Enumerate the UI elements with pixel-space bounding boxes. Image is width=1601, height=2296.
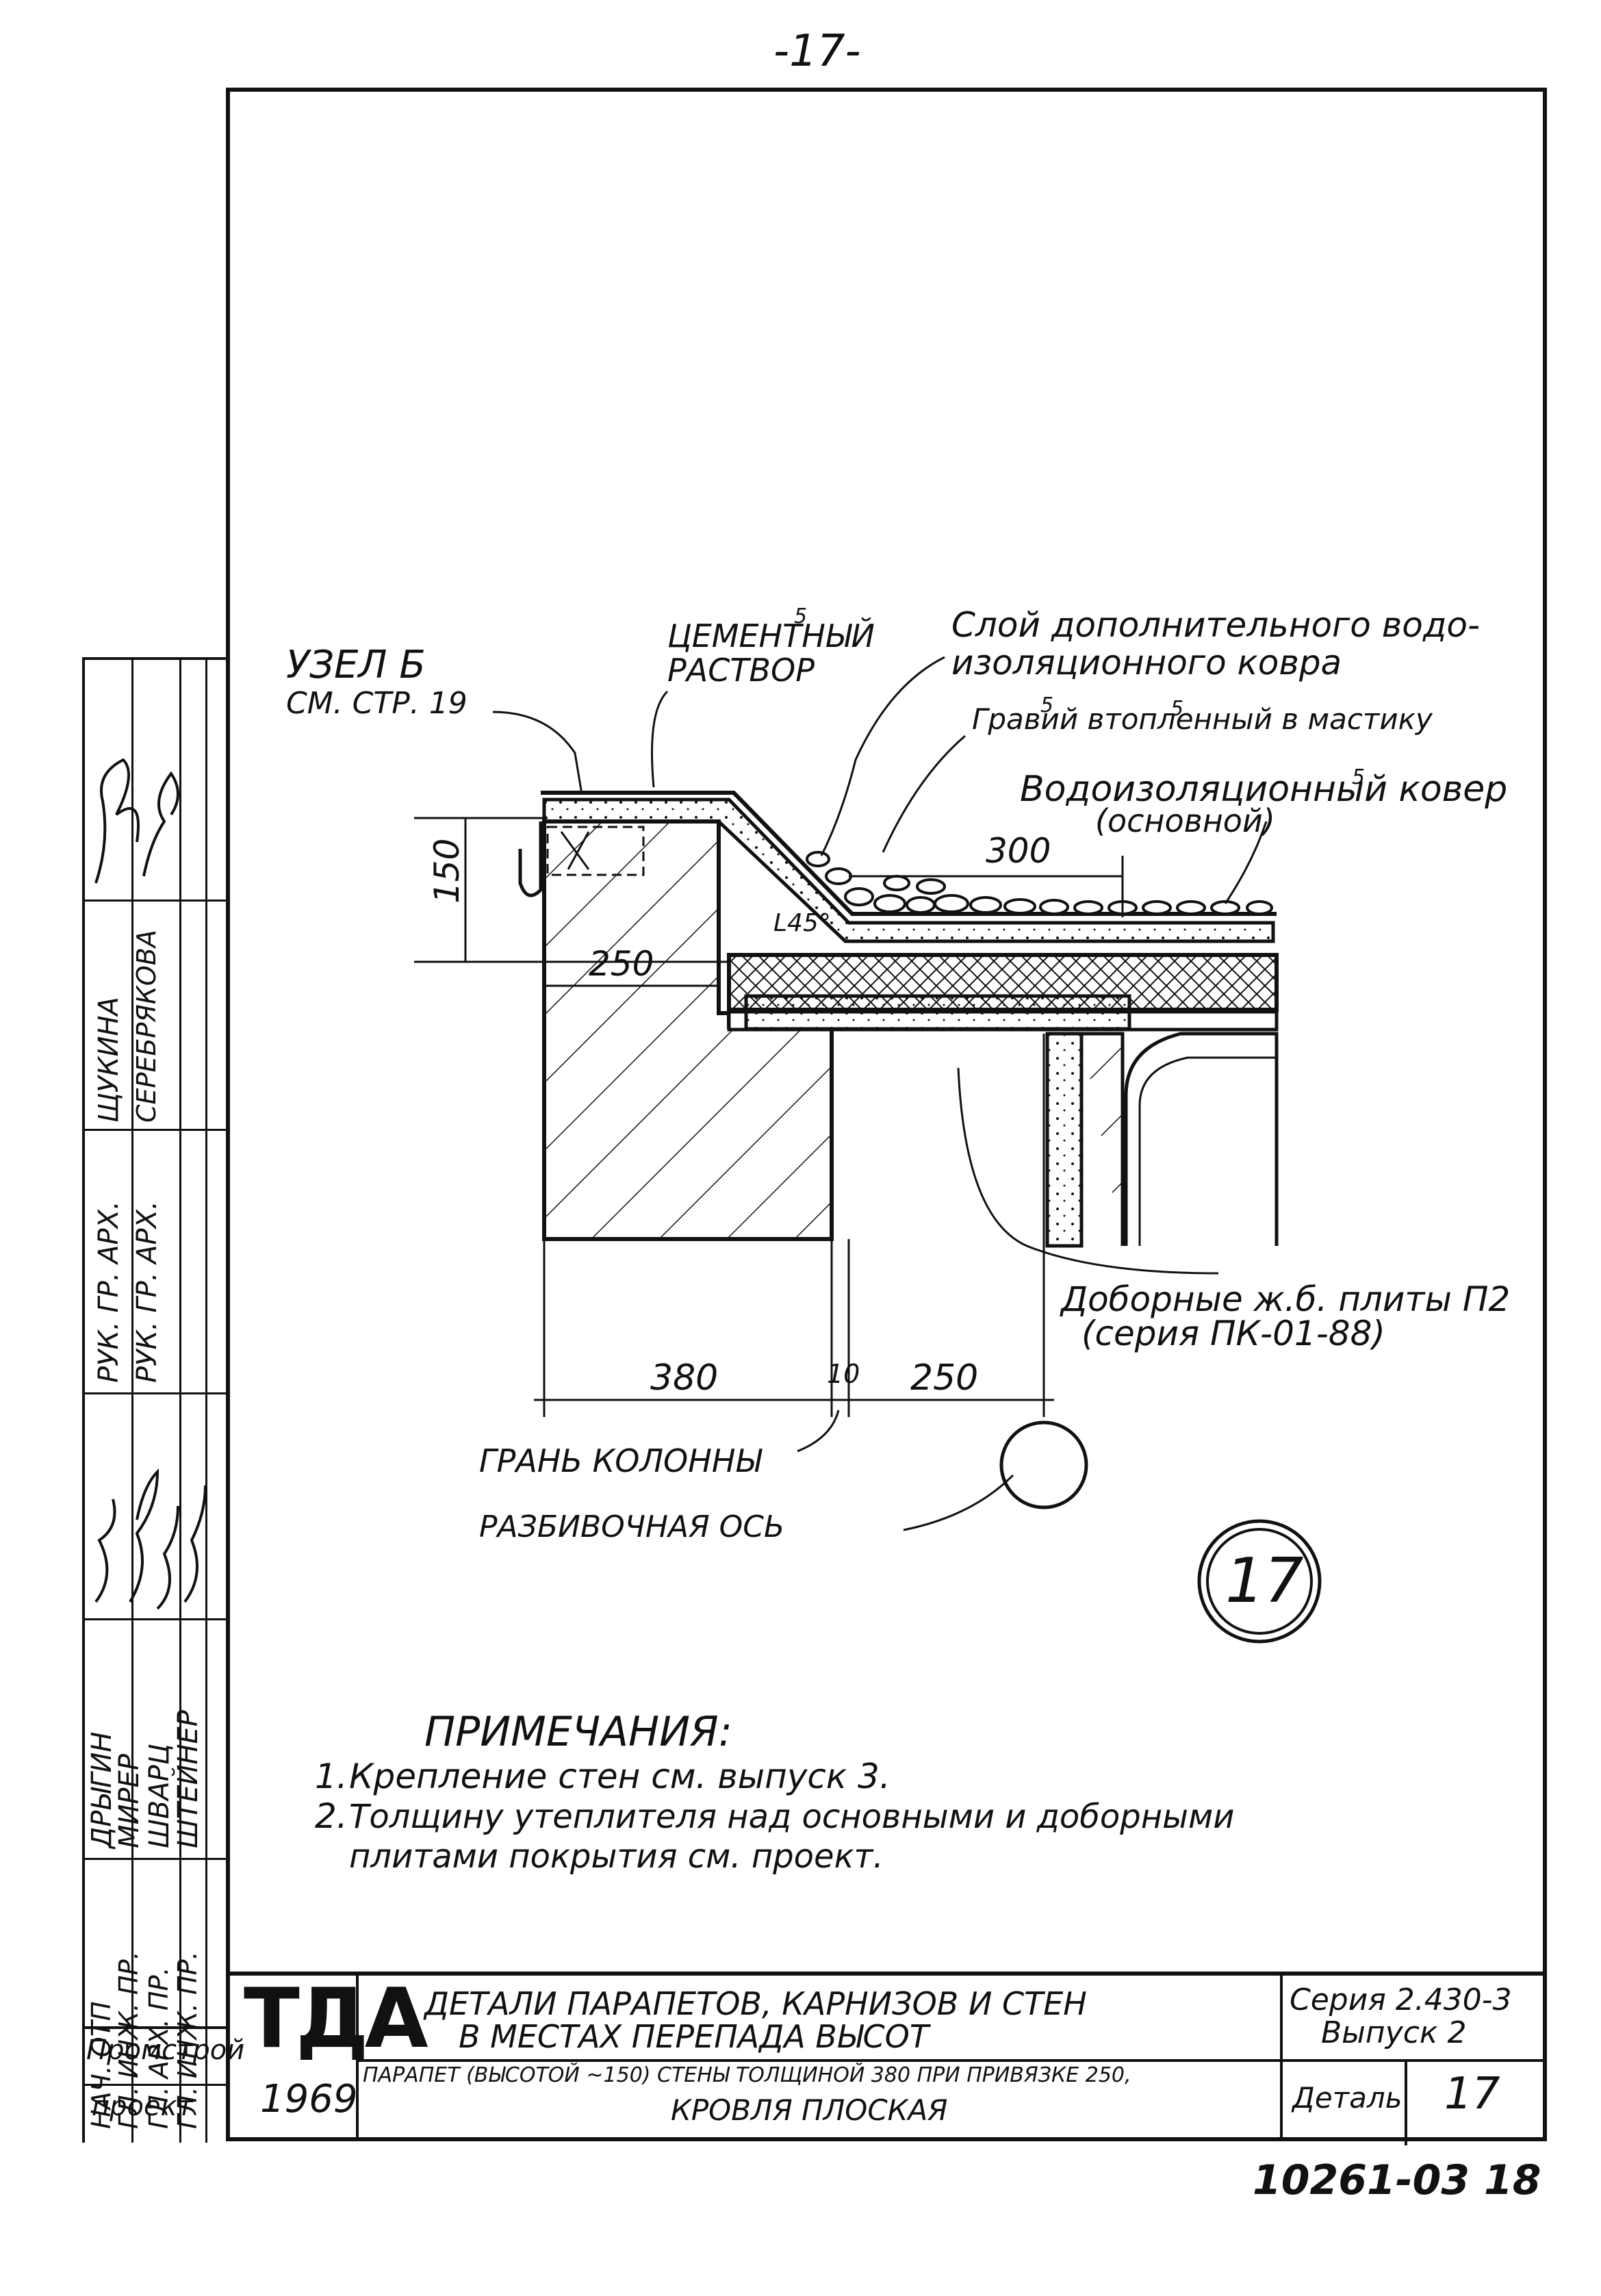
leader-slabs	[957, 1067, 1219, 1275]
note-2-num: 2.	[315, 1796, 348, 1836]
title-line2: В МЕСТАХ ПЕРЕПАДА ВЫСОТ	[459, 2018, 929, 2055]
flashing-hook	[518, 821, 543, 897]
node-box	[546, 826, 645, 876]
leader-carpet	[1224, 821, 1268, 904]
waterproof-carpet-line	[541, 791, 1277, 916]
series-line2: Выпуск 2	[1321, 2015, 1467, 2050]
page-number: -17-	[773, 26, 861, 77]
detail-value: 17	[1444, 2069, 1500, 2119]
angle-45: L45°	[773, 909, 831, 937]
dim-150: 150	[427, 839, 467, 904]
org-name-line1: Промстрой	[86, 2034, 245, 2066]
label-extra-layer-2: изоляционного ковра	[951, 643, 1342, 683]
label-extra-layer-1: Слой дополнительного водо-	[951, 605, 1480, 645]
staff-signatures	[94, 758, 207, 1610]
label-carpet-1: Водоизоляционный ковер	[1020, 769, 1507, 810]
cement-mortar-slope	[542, 798, 1275, 943]
title-block	[226, 1972, 1547, 2145]
title-line1: ДЕТАЛИ ПАРАПЕТОВ, КАРНИЗОВ И СТЕН	[424, 1985, 1087, 2022]
label-cement-2: РАСТВОР	[667, 652, 815, 689]
leader-cement	[651, 690, 669, 788]
detail-number: 17	[1225, 1545, 1304, 1617]
subtitle-line2: КРОВЛЯ ПЛОСКАЯ	[671, 2093, 948, 2127]
label-axis: РАЗБИВОЧНАЯ ОСЬ	[479, 1509, 784, 1544]
column-right	[1081, 1032, 1125, 1246]
axis-circle	[999, 1420, 1088, 1509]
org-cell	[82, 2026, 227, 2141]
label-carpet-2: (основной)	[1095, 802, 1275, 839]
logo: ТДА	[244, 1972, 428, 2067]
staff-strip	[82, 657, 230, 2143]
doc-number: 10261-03 18	[1253, 2156, 1541, 2204]
leader-column-face	[797, 1410, 840, 1453]
label-node: УЗЕЛ Б	[286, 643, 426, 687]
notes-title: ПРИМЕЧАНИЯ:	[424, 1708, 732, 1756]
detail-label: Деталь	[1292, 2081, 1403, 2115]
series-line1: Серия 2.430-3	[1290, 1982, 1512, 2017]
dim-380: 380	[650, 1357, 718, 1399]
year: 1969	[260, 2077, 358, 2121]
label-slabs-1: Доборные ж.б. плиты П2	[1060, 1279, 1510, 1319]
dim-300: 300	[986, 831, 1051, 871]
note-2a: Толщину утеплителя над основными и добор…	[349, 1798, 1234, 1836]
note-1-num: 1.	[315, 1757, 348, 1796]
column-curve-inner	[1138, 1056, 1277, 1246]
leader-node	[492, 711, 583, 795]
leader-extra-layer	[820, 656, 945, 856]
label-node-ref: СМ. СТР. 19	[286, 686, 468, 721]
drawing-frame	[226, 88, 1547, 2141]
dim-250-top: 250	[589, 944, 654, 984]
column	[1045, 1032, 1084, 1248]
sup-5c: 5	[1170, 697, 1183, 721]
label-gravel: Гравий втопленный в мастику	[972, 702, 1433, 736]
node-box-cross	[560, 831, 590, 870]
column-curve	[1124, 1032, 1279, 1246]
note-1: Крепление стен см. выпуск 3.	[349, 1757, 891, 1796]
dim-10: 10	[827, 1359, 860, 1389]
sup-5b: 5	[1040, 693, 1053, 717]
note-2b: плитами покрытия см. проект.	[349, 1837, 884, 1876]
label-slabs-2: (серия ПК-01-88)	[1081, 1314, 1385, 1353]
parapet-section-drawing: 150 250 L45° 300 380 10 250 17 УЗЕЛ Б СМ…	[286, 604, 1510, 1876]
dim-250-bottom: 250	[910, 1357, 978, 1399]
sup-5a: 5	[794, 604, 807, 628]
org-name-line2: проект	[92, 2091, 194, 2122]
label-cement-1: ЦЕМЕНТНЫЙ	[667, 617, 875, 654]
sup-5d: 5	[1352, 765, 1365, 789]
extra-slab-p2	[744, 994, 1131, 1031]
label-column-face: ГРАНЬ КОЛОННЫ	[479, 1442, 763, 1479]
signature-scribble	[94, 758, 207, 1610]
leader-gravel	[882, 735, 966, 853]
detail-circle-inner	[1206, 1528, 1313, 1635]
leader-axis	[903, 1474, 1014, 1531]
subtitle-line1: ПАРАПЕТ (ВЫСОТОЙ ~150) СТЕНЫ ТОЛЩИНОЙ 38…	[363, 2063, 1131, 2087]
detail-circle-outer	[1197, 1519, 1322, 1644]
